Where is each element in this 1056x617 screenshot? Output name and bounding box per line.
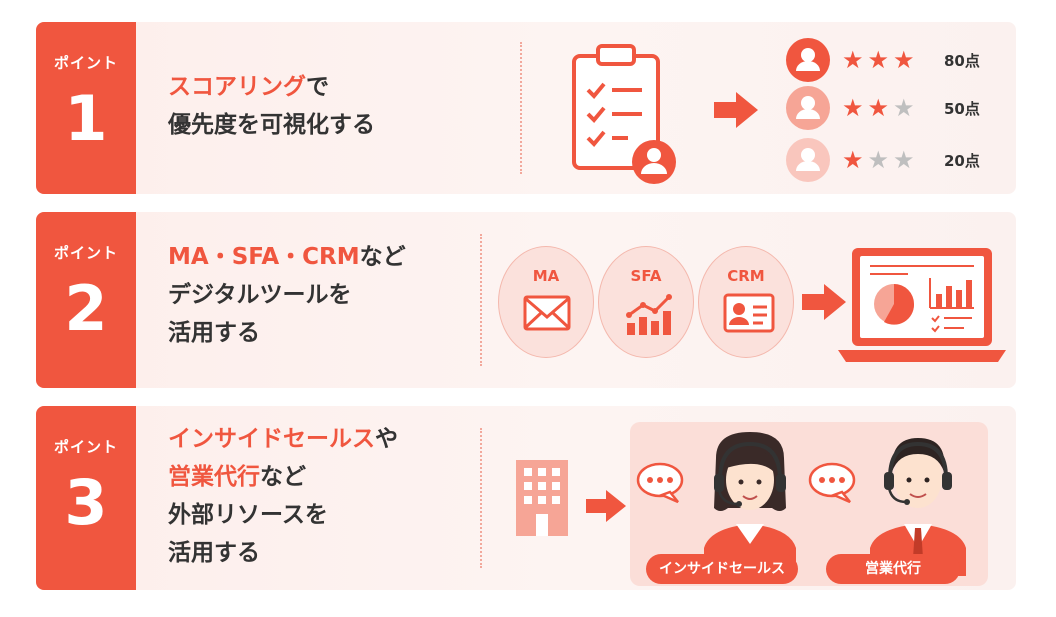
star-icon: ★ xyxy=(893,146,917,174)
star-icon: ★ xyxy=(867,146,892,174)
speech-bubble-icon xyxy=(636,462,684,504)
arrow-right-icon xyxy=(714,92,758,128)
star-icon: ★ xyxy=(867,94,892,122)
title-text: 外部リソースを xyxy=(168,502,328,528)
point-label: ポイント xyxy=(53,54,118,72)
divider xyxy=(480,234,482,366)
divider xyxy=(520,42,522,174)
title-text: や xyxy=(375,426,398,452)
mail-icon xyxy=(523,295,571,331)
tool-circle-crm: CRM xyxy=(698,246,794,358)
arrow-right-icon xyxy=(802,284,846,320)
id-card-icon xyxy=(723,293,775,333)
laptop-dashboard-icon xyxy=(838,248,1006,362)
rating-row: ★★★ 20点 xyxy=(786,138,1006,182)
point-number: 3 xyxy=(64,466,108,539)
tool-label: MA xyxy=(532,267,560,285)
point-label: ポイント xyxy=(53,244,118,262)
title-text: 優先度を可視化する xyxy=(168,112,375,138)
user-icon xyxy=(786,86,830,130)
tool-circle-ma: MA xyxy=(498,246,594,358)
title-text: など xyxy=(359,244,406,270)
star-icon: ★ xyxy=(893,46,917,74)
point-badge-1: ポイント 1 xyxy=(36,22,136,194)
speech-bubble-icon xyxy=(808,462,856,504)
user-icon xyxy=(786,38,830,82)
rating-row: ★★★ 80点 xyxy=(786,38,1006,82)
user-icon xyxy=(786,138,830,182)
point-title-3: インサイドセールスや 営業代行など 外部リソースを 活用する xyxy=(168,420,398,572)
title-text: 活用する xyxy=(168,540,260,566)
divider xyxy=(480,428,482,568)
point-badge-2: ポイント 2 xyxy=(36,212,136,388)
title-text: で xyxy=(306,74,329,100)
star-rating: ★★★ xyxy=(842,146,919,174)
point-title-1: スコアリングで 優先度を可視化する xyxy=(168,68,375,144)
title-text: デジタルツールを xyxy=(168,282,352,308)
title-highlight: スコアリング xyxy=(168,74,306,100)
tool-circle-sfa: SFA xyxy=(598,246,694,358)
tool-label: CRM xyxy=(727,267,765,285)
point-card-3: ポイント 3 インサイドセールスや 営業代行など 外部リソースを 活用する xyxy=(36,406,1016,590)
bar-chart-icon xyxy=(626,294,672,335)
office-building-icon xyxy=(516,460,568,536)
point-card-2: ポイント 2 MA・SFA・CRMなど デジタルツールを 活用する MA SFA… xyxy=(36,212,1016,388)
star-rating: ★★★ xyxy=(842,46,919,74)
role-label-sales-agency: 営業代行 xyxy=(826,554,960,584)
star-icon: ★ xyxy=(842,94,866,122)
point-card-1: ポイント 1 スコアリングで 優先度を可視化する ★★★ 80点 ★★★ xyxy=(36,22,1016,194)
score-value: 20点 xyxy=(944,152,980,170)
score-value: 80点 xyxy=(944,52,980,70)
role-label-inside-sales: インサイドセールス xyxy=(646,554,798,584)
point-number: 2 xyxy=(64,272,108,345)
arrow-right-icon xyxy=(586,490,626,522)
star-icon: ★ xyxy=(867,46,892,74)
star-icon: ★ xyxy=(893,94,917,122)
rating-row: ★★★ 50点 xyxy=(786,86,1006,130)
point-badge-3: ポイント 3 xyxy=(36,406,136,590)
point-label: ポイント xyxy=(53,438,118,456)
star-rating: ★★★ xyxy=(842,94,919,122)
tool-label: SFA xyxy=(630,267,662,285)
title-highlight: インサイドセールス xyxy=(168,426,375,452)
clipboard-checklist-icon xyxy=(572,44,676,184)
star-icon: ★ xyxy=(842,146,866,174)
title-highlight: 営業代行 xyxy=(168,464,260,490)
point-title-2: MA・SFA・CRMなど デジタルツールを 活用する xyxy=(168,238,406,352)
title-highlight: MA・SFA・CRM xyxy=(168,244,360,270)
staff-panel: インサイドセールス 営業代行 xyxy=(630,422,988,586)
point-number: 1 xyxy=(64,82,108,155)
star-icon: ★ xyxy=(842,46,866,74)
title-text: 活用する xyxy=(168,320,260,346)
score-value: 50点 xyxy=(944,100,980,118)
title-text: など xyxy=(260,464,306,490)
